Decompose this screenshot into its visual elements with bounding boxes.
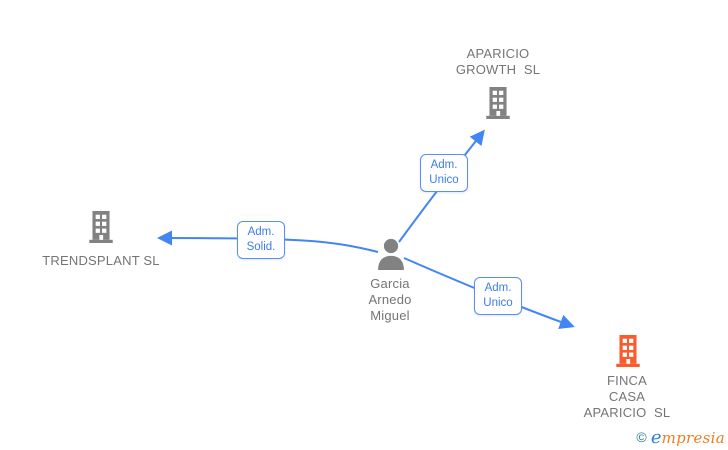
person-icon (378, 238, 404, 270)
node-aparicio-growth-sl[interactable] (482, 87, 514, 119)
empresia-brand-e: e (650, 427, 662, 448)
building-icon (486, 87, 510, 119)
edge-label-adm-unico-aparicio: Adm. Unico (420, 154, 468, 192)
building-icon (616, 335, 640, 367)
node-label-line: Arnedo (368, 292, 412, 307)
node-label-line: Miguel (370, 308, 410, 323)
empresia-brand-text: mpresia (661, 429, 725, 447)
node-trendsplant-sl[interactable] (85, 211, 117, 243)
node-label-line: CASA (608, 389, 646, 404)
node-label-line: APARICIO SL (583, 405, 671, 420)
edge-label-adm-solid-trendsplant: Adm. Solid. (237, 221, 285, 259)
node-label-aparicio-growth: APARICIO GROWTH SL (418, 46, 578, 78)
edge-label-line: Adm. (430, 159, 458, 171)
edge-label-line: Adm. (247, 226, 275, 238)
node-label-line: Garcia (370, 276, 410, 291)
node-label-garcia-arnedo-miguel: Garcia Arnedo Miguel (310, 276, 470, 324)
node-garcia-arnedo-miguel[interactable] (376, 238, 406, 270)
node-label-trendsplant: TRENDSPLANT SL (21, 253, 181, 269)
node-label-finca-casa-aparicio: FINCA CASA APARICIO SL (547, 373, 707, 421)
node-label-line: TRENDSPLANT SL (42, 253, 160, 268)
copyright-icon: © (636, 429, 647, 445)
node-label-line: GROWTH SL (455, 62, 541, 77)
edge-person-to-trendsplant (157, 230, 379, 253)
node-label-line: FINCA (607, 373, 647, 388)
building-icon (89, 211, 113, 243)
edge-label-adm-unico-finca: Adm. Unico (474, 277, 522, 315)
edge-label-line: Unico (429, 174, 459, 186)
empresia-logo[interactable]: © empresia (636, 427, 725, 448)
edge-label-line: Adm. (484, 282, 512, 294)
node-finca-casa-aparicio-sl[interactable] (612, 335, 644, 367)
node-label-line: APARICIO (466, 46, 530, 61)
edge-label-line: Solid. (246, 241, 276, 253)
edge-label-line: Unico (483, 297, 513, 309)
